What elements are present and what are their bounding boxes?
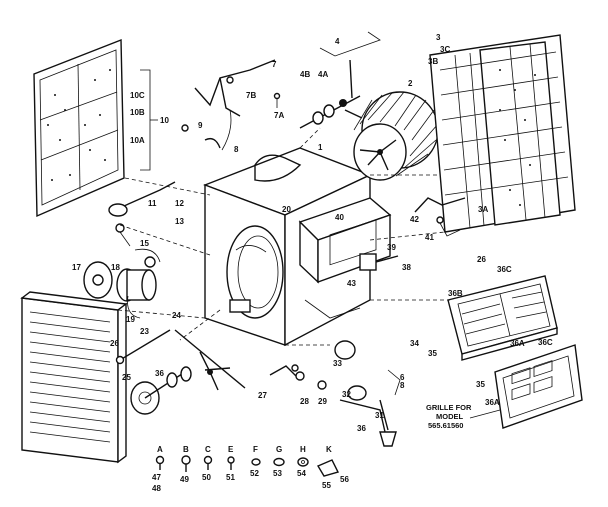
hw-letter-H: H	[300, 445, 306, 454]
label-41: 41	[425, 233, 434, 242]
hw-letter-A: A	[157, 445, 163, 454]
left-filter-panel	[33, 38, 158, 218]
left-louvered-grille	[20, 291, 128, 464]
hw-num-55: 55	[322, 481, 331, 490]
label-26-right: 26	[477, 255, 486, 264]
label-20: 20	[282, 205, 291, 214]
label-36C-upper: 36C	[497, 265, 512, 274]
label-35-lower: 35	[476, 380, 485, 389]
front-grille-upper	[447, 275, 558, 361]
grille-caption-line-1: GRILLE FOR	[426, 403, 472, 412]
hw-num-49: 49	[180, 475, 189, 484]
label-29: 29	[318, 397, 327, 406]
hw-letter-F: F	[253, 445, 258, 454]
assembly-guidelines	[117, 127, 450, 346]
label-36A-lower: 36A	[485, 398, 500, 407]
label-17: 17	[72, 263, 81, 272]
float-assembly	[414, 197, 466, 237]
label-28: 28	[300, 397, 309, 406]
label-43: 43	[347, 279, 356, 288]
label-19: 19	[126, 315, 135, 324]
label-38: 38	[402, 263, 411, 272]
label-35-mid: 35	[428, 349, 437, 358]
label-32: 32	[342, 390, 351, 399]
label-26-left: 26	[110, 339, 119, 348]
bottom-components	[269, 340, 401, 447]
hardware-letters: A B C E F G H K	[157, 445, 332, 454]
blower-wheel	[353, 91, 439, 181]
label-3B: 3B	[428, 57, 438, 66]
label-31: 31	[375, 411, 384, 420]
label-39: 39	[387, 243, 396, 252]
hw-num-52: 52	[250, 469, 259, 478]
label-30: 36	[357, 424, 366, 433]
label-15: 15	[140, 239, 149, 248]
water-tube-assembly	[181, 59, 281, 151]
label-4B: 4B	[300, 70, 310, 79]
label-23: 23	[140, 327, 149, 336]
label-3: 3	[436, 33, 441, 42]
fan-shaft	[115, 329, 246, 415]
hw-letter-K: K	[326, 445, 332, 454]
label-25: 25	[122, 373, 131, 382]
label-8: 8	[234, 145, 239, 154]
hardware-row	[155, 455, 340, 477]
label-7A: 7A	[274, 111, 284, 120]
label-36A-upper: 36A	[510, 339, 525, 348]
hw-num-56: 56	[340, 475, 349, 484]
label-10: 10	[160, 116, 169, 125]
label-10A: 10A	[130, 136, 145, 145]
hw-letter-G: G	[276, 445, 282, 454]
label-34: 34	[410, 339, 419, 348]
hw-num-48: 48	[152, 484, 161, 493]
label-4A: 4A	[318, 70, 328, 79]
label-42: 42	[410, 215, 419, 224]
label-3C: 3C	[440, 45, 450, 54]
label-6: 6	[400, 373, 405, 382]
label-1: 1	[318, 143, 323, 152]
label-27: 27	[258, 391, 267, 400]
grille-caption-line-3: 565.61560	[428, 421, 463, 430]
label-2: 2	[408, 79, 413, 88]
hw-num-47: 47	[152, 473, 161, 482]
switch-39	[359, 253, 399, 271]
label-7: 7	[272, 60, 277, 69]
label-18: 18	[111, 263, 120, 272]
hw-letter-B: B	[183, 445, 189, 454]
label-8-bottom: 8	[400, 381, 405, 390]
label-33: 33	[333, 359, 342, 368]
label-13: 13	[175, 217, 184, 226]
front-grille-lower	[494, 344, 583, 429]
hw-num-54: 54	[297, 469, 306, 478]
label-4: 4	[335, 37, 340, 46]
pump-assembly	[108, 181, 176, 247]
motor-and-pulley	[83, 248, 161, 319]
label-9: 9	[198, 121, 203, 130]
label-10B: 10B	[130, 108, 145, 117]
label-7B: 7B	[246, 91, 256, 100]
hw-num-51: 51	[226, 473, 235, 482]
label-10C: 10C	[130, 91, 145, 100]
label-36B: 36B	[448, 289, 463, 298]
right-filter-panel	[429, 34, 576, 233]
control-box	[298, 197, 392, 284]
label-36-small: 36	[155, 369, 164, 378]
hw-letter-E: E	[228, 445, 234, 454]
label-11: 11	[148, 199, 157, 208]
label-12: 12	[175, 199, 184, 208]
grille-caption-line-2: MODEL	[436, 412, 464, 421]
hardware-numbers: 47 48 49 50 51 52 53 54 55 56	[152, 469, 349, 493]
blower-shaft	[299, 31, 381, 129]
hw-letter-C: C	[205, 445, 211, 454]
hw-num-50: 50	[202, 473, 211, 482]
label-40: 40	[335, 213, 344, 222]
hw-num-53: 53	[273, 469, 282, 478]
label-36C-lower: 36C	[538, 338, 553, 347]
label-3A: 3A	[478, 205, 488, 214]
